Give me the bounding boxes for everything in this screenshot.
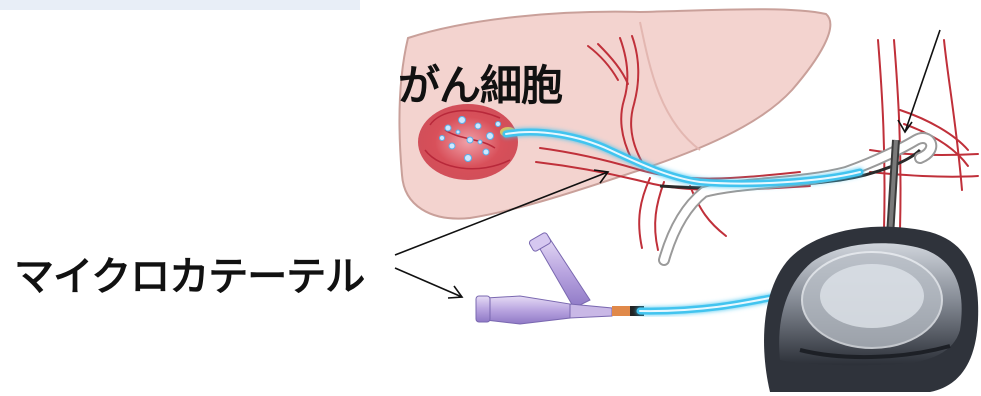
microcatheter-label: マイクロカテーテル — [14, 244, 364, 302]
tumor-icon — [418, 104, 518, 180]
catheter-hub-icon — [476, 232, 644, 324]
implanted-port-icon — [764, 227, 978, 392]
top-banner-fragment — [0, 0, 360, 10]
cancer-cells-label: がん細胞 — [398, 52, 562, 113]
